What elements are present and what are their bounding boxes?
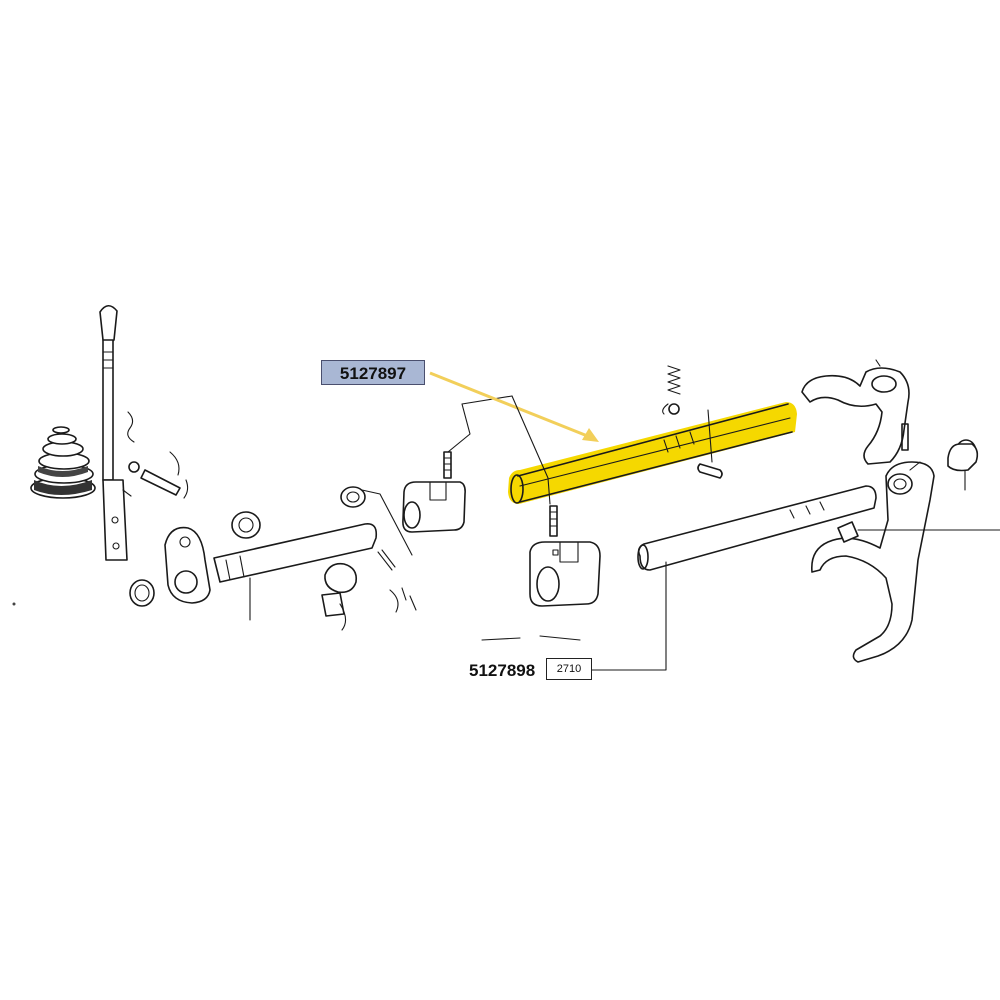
snap-ring (129, 579, 155, 607)
rubber-boot (30, 426, 96, 499)
selector-lever (164, 526, 211, 604)
fork-bushing-right (947, 439, 979, 491)
shift-fork-upper (801, 359, 910, 465)
part-number-label-lower: 5127898 (469, 661, 536, 680)
shift-fork-lower (811, 461, 935, 663)
leader-line-block (361, 489, 413, 556)
selector-block-lower (529, 541, 601, 607)
part-number-label-highlighted: 5127897 (321, 360, 425, 385)
fork-screw (837, 521, 1000, 543)
small-clip-parts (127, 411, 189, 499)
bushings (231, 486, 366, 539)
highlighted-shift-rail (508, 402, 797, 505)
pin-and-coupler (321, 549, 399, 631)
gear-lever (99, 304, 132, 561)
rail-lock-pin (697, 409, 723, 479)
detent-pin-lower (549, 505, 558, 537)
detent-spring-pin-upper (443, 395, 513, 479)
lower-shift-rail (589, 485, 877, 671)
reference-code-box: 2710 (546, 658, 592, 680)
scan-marks (12, 587, 581, 641)
rail-detent-spring (662, 365, 681, 415)
selector-shaft (213, 522, 378, 621)
callout-arrow (429, 371, 599, 479)
selector-block-upper (402, 481, 466, 533)
